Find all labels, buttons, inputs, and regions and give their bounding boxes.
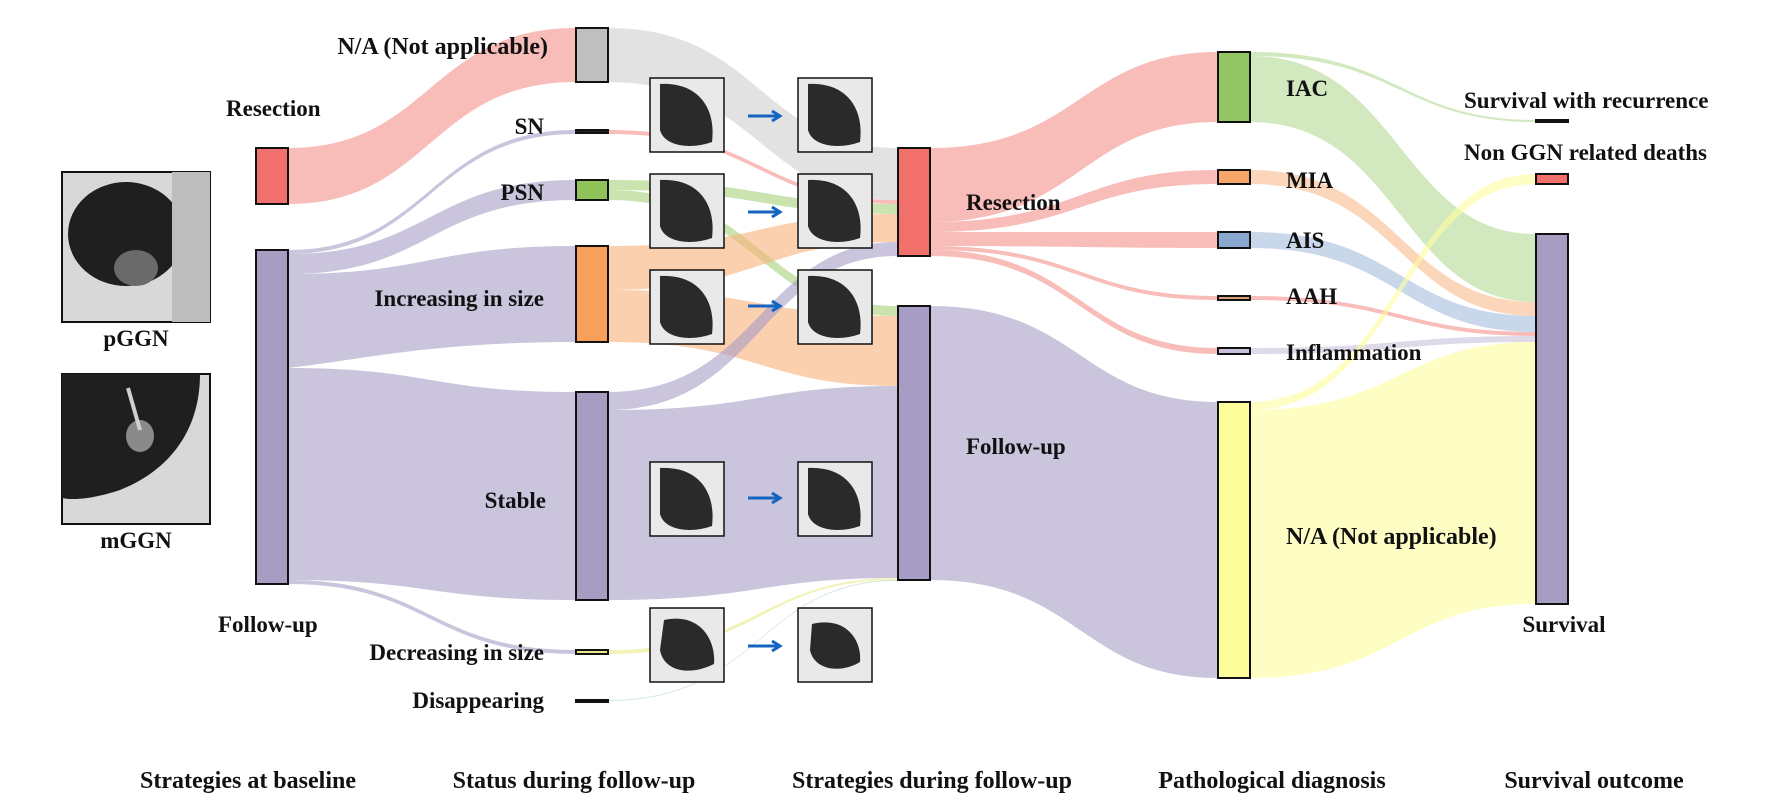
ct-image-mggn xyxy=(61,373,211,525)
flow-mia-to-survival xyxy=(1250,170,1536,316)
flow-aah-to-survival xyxy=(1250,296,1536,336)
ct-thumb-stable-after xyxy=(797,461,873,537)
flow-followup-to-sn xyxy=(288,130,576,254)
flow-stable-to-resection xyxy=(608,242,898,410)
label-path-mia: MIA xyxy=(1286,168,1334,193)
ct-thumb-increasing-before xyxy=(649,269,725,345)
label-outcome-survival: Survival xyxy=(1522,612,1605,637)
label-path-na: N/A (Not applicable) xyxy=(1286,524,1497,550)
node-path-ais xyxy=(1217,231,1251,249)
column-headers: Strategies at baseline Status during fol… xyxy=(140,768,1684,794)
node-status-na xyxy=(575,27,609,83)
ct-thumb-decreasing-after xyxy=(797,607,873,683)
node-path-inflammation xyxy=(1217,347,1251,355)
ct-image-pggn xyxy=(61,171,211,323)
label-baseline-resection: Resection xyxy=(226,96,321,121)
label-status-increasing: Increasing in size xyxy=(374,286,544,311)
flow-inflammation-to-survival xyxy=(1250,336,1536,354)
flow-resection-to-aah xyxy=(930,246,1218,300)
ct-thumb-decreasing-before xyxy=(649,607,725,683)
flow-followup-to-psn xyxy=(288,180,576,274)
flow-followup-to-stable xyxy=(288,368,576,600)
column-title-baseline: Strategies at baseline xyxy=(140,768,356,794)
node-labels: Resection Follow-up pGGN mGGN N/A (Not a… xyxy=(100,34,1708,713)
label-path-inflammation: Inflammation xyxy=(1286,340,1422,365)
label-status-sn: SN xyxy=(515,114,545,139)
label-status-disappearing: Disappearing xyxy=(412,688,544,713)
flow-bands xyxy=(288,28,1536,701)
column-title-outcome: Survival outcome xyxy=(1504,768,1684,794)
flow-iac-to-survival xyxy=(1250,56,1536,302)
arrow-right-icon xyxy=(748,491,783,505)
flow-followup-to-decreasing xyxy=(288,580,576,654)
ct-thumb-sn-after xyxy=(797,77,873,153)
label-status-decreasing: Decreasing in size xyxy=(369,640,544,665)
flow-resection-to-iac xyxy=(930,52,1218,222)
node-path-na xyxy=(1217,401,1251,679)
label-outcome-recurrence: Survival with recurrence xyxy=(1464,88,1708,113)
label-strategy-followup: Follow-up xyxy=(966,434,1066,459)
flow-resection-to-mia xyxy=(930,170,1218,232)
node-status-disappearing xyxy=(575,699,609,703)
arrow-right-icon xyxy=(748,109,783,123)
label-status-na: N/A (Not applicable) xyxy=(337,34,548,60)
flow-ais-to-survival xyxy=(1250,232,1536,332)
ct-thumb-increasing-after xyxy=(797,269,873,345)
node-status-decreasing xyxy=(575,649,609,655)
node-status-increasing xyxy=(575,245,609,343)
ct-thumb-psn-after xyxy=(797,173,873,249)
ct-thumbnails xyxy=(61,77,873,683)
flow-followup-to-increasing xyxy=(288,246,576,368)
label-baseline-followup: Follow-up xyxy=(218,612,318,637)
label-mggn: mGGN xyxy=(100,528,172,553)
flow-na-to-survival xyxy=(1250,342,1536,678)
label-status-psn: PSN xyxy=(501,180,545,205)
arrow-right-icon xyxy=(748,205,783,219)
node-strategy-followup xyxy=(897,305,931,581)
node-strategy-resection xyxy=(897,147,931,257)
ct-thumb-sn-before xyxy=(649,77,725,153)
column-title-strategies: Strategies during follow-up xyxy=(792,768,1072,794)
label-strategy-resection: Resection xyxy=(966,190,1061,215)
flow-resection-to-ais xyxy=(930,232,1218,248)
flow-resection-to-na xyxy=(288,28,576,204)
label-path-aah: AAH xyxy=(1286,284,1337,309)
node-status-stable xyxy=(575,391,609,601)
node-outcome-survival xyxy=(1535,233,1569,605)
flow-na-to-resection xyxy=(608,28,898,200)
label-status-stable: Stable xyxy=(485,488,546,513)
flow-followup-to-na xyxy=(930,306,1218,678)
node-path-aah xyxy=(1217,295,1251,301)
node-baseline-resection xyxy=(255,147,289,205)
node-outcome-deaths xyxy=(1535,173,1569,185)
ct-thumb-stable-before xyxy=(649,461,725,537)
flow-stable-to-followup xyxy=(608,386,898,600)
node-status-psn xyxy=(575,179,609,201)
label-pggn: pGGN xyxy=(103,326,169,351)
node-outcome-recurrence xyxy=(1535,119,1569,123)
label-path-iac: IAC xyxy=(1286,76,1328,101)
node-baseline-followup xyxy=(255,249,289,585)
node-path-mia xyxy=(1217,169,1251,185)
ct-thumb-psn-before xyxy=(649,173,725,249)
nodes xyxy=(255,27,1569,703)
progression-arrows xyxy=(748,109,783,653)
arrow-right-icon xyxy=(748,639,783,653)
label-path-ais: AIS xyxy=(1286,228,1324,253)
label-outcome-deaths: Non GGN related deaths xyxy=(1464,140,1707,165)
column-title-pathology: Pathological diagnosis xyxy=(1158,768,1385,794)
node-path-iac xyxy=(1217,51,1251,123)
node-status-sn xyxy=(575,129,609,134)
arrow-right-icon xyxy=(748,299,783,313)
column-title-status: Status during follow-up xyxy=(453,768,696,794)
